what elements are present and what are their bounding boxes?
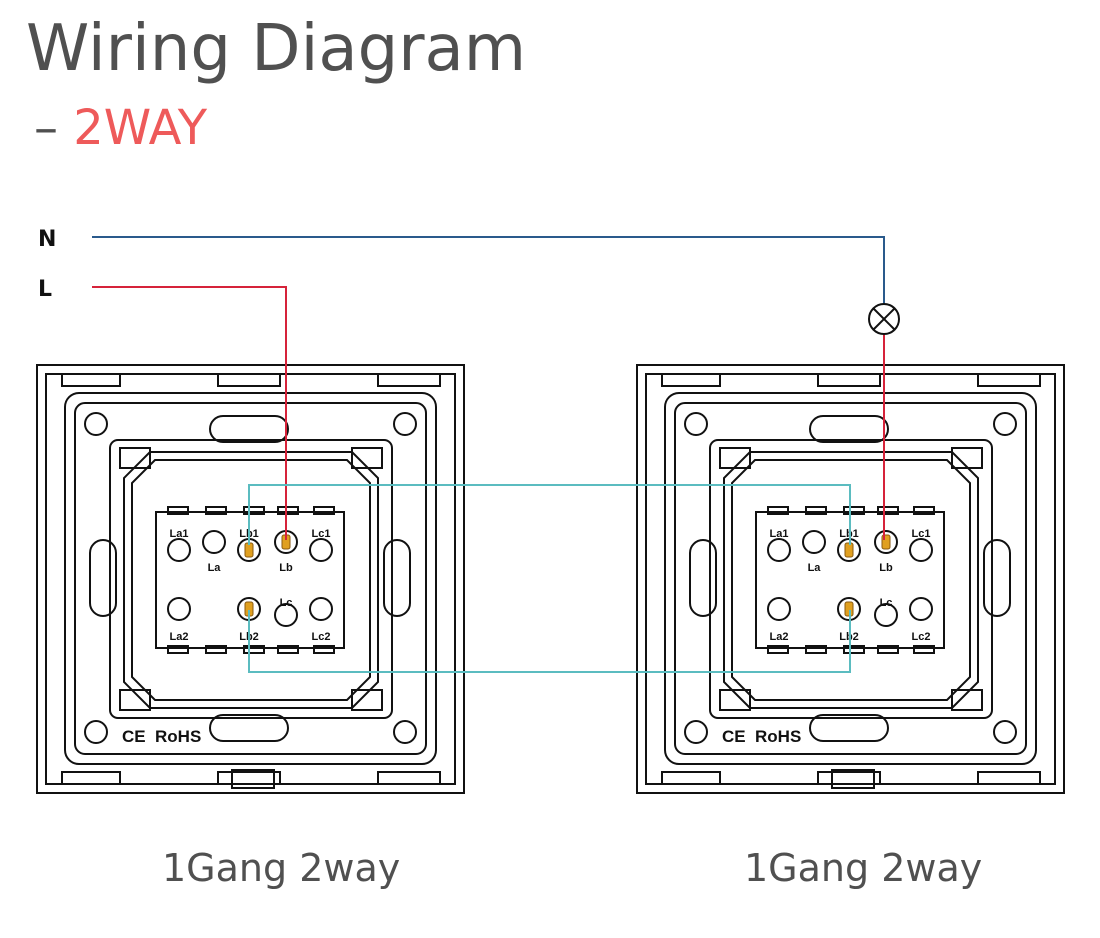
terminal-label-lc1: Lc1 [312, 528, 331, 540]
terminal-lc1 [909, 538, 933, 562]
switch-outer-frame [36, 364, 465, 794]
traveler-wire-2 [248, 610, 851, 673]
rohs-mark: RoHS [155, 727, 201, 746]
live-wire [92, 286, 287, 540]
screw-hole [993, 412, 1017, 436]
terminal-la [202, 530, 226, 554]
terminal-label-la1: La1 [770, 528, 789, 540]
terminal-label-la1: La1 [170, 528, 189, 540]
terminal-la2 [167, 597, 191, 621]
screw-hole [393, 412, 417, 436]
terminal-la1 [167, 538, 191, 562]
wires [92, 236, 885, 673]
page-subtitle: – 2WAY [34, 100, 207, 156]
screw-hole [684, 412, 708, 436]
screw-hole [993, 720, 1017, 744]
switch-caption-right: 1Gang 2way [744, 846, 983, 890]
terminal-label-lb: Lb [879, 562, 893, 574]
terminal-lc [874, 603, 898, 627]
terminal-lc1 [309, 538, 333, 562]
terminal-label-lb: Lb [279, 562, 293, 574]
neutral-label: N [38, 227, 56, 252]
lamp-icon [868, 303, 900, 335]
terminal-label-lc1: Lc1 [912, 528, 931, 540]
ce-mark: CE [122, 727, 146, 746]
terminal-la1 [767, 538, 791, 562]
terminal-label-la: La [208, 562, 222, 574]
terminal-la2 [767, 597, 791, 621]
switch-plate [64, 392, 437, 765]
screw-hole [84, 720, 108, 744]
live-label: L [38, 277, 52, 302]
terminal-lb1-connection [244, 542, 254, 558]
switch-plate [664, 392, 1037, 765]
terminal-label-lc2: Lc2 [312, 631, 331, 643]
terminal-label-lc: Lc [880, 597, 893, 609]
terminal-label-la2: La2 [770, 631, 789, 643]
rohs-mark: RoHS [755, 727, 801, 746]
terminal-label-la: La [808, 562, 822, 574]
terminal-lb1-connection [844, 542, 854, 558]
terminal-la [802, 530, 826, 554]
terminal-lb [874, 530, 898, 554]
screw-hole [684, 720, 708, 744]
neutral-wire [92, 236, 885, 305]
terminal-label-lc: Lc [280, 597, 293, 609]
switch-caption-left: 1Gang 2way [162, 846, 401, 890]
terminal-label-lc2: Lc2 [912, 631, 931, 643]
screw-hole [393, 720, 417, 744]
terminal-lc2 [309, 597, 333, 621]
terminal-lc2 [909, 597, 933, 621]
switch-outer-frame [636, 364, 1065, 794]
terminal-lc [274, 603, 298, 627]
switch-mechanism [123, 451, 379, 709]
screw-hole [84, 412, 108, 436]
page-title: Wiring Diagram [26, 12, 527, 86]
ce-mark: CE [722, 727, 746, 746]
subtitle-dash: – [34, 100, 58, 156]
subtitle-text: 2WAY [73, 100, 208, 156]
terminal-label-la2: La2 [170, 631, 189, 643]
traveler-wire-1 [248, 484, 851, 545]
